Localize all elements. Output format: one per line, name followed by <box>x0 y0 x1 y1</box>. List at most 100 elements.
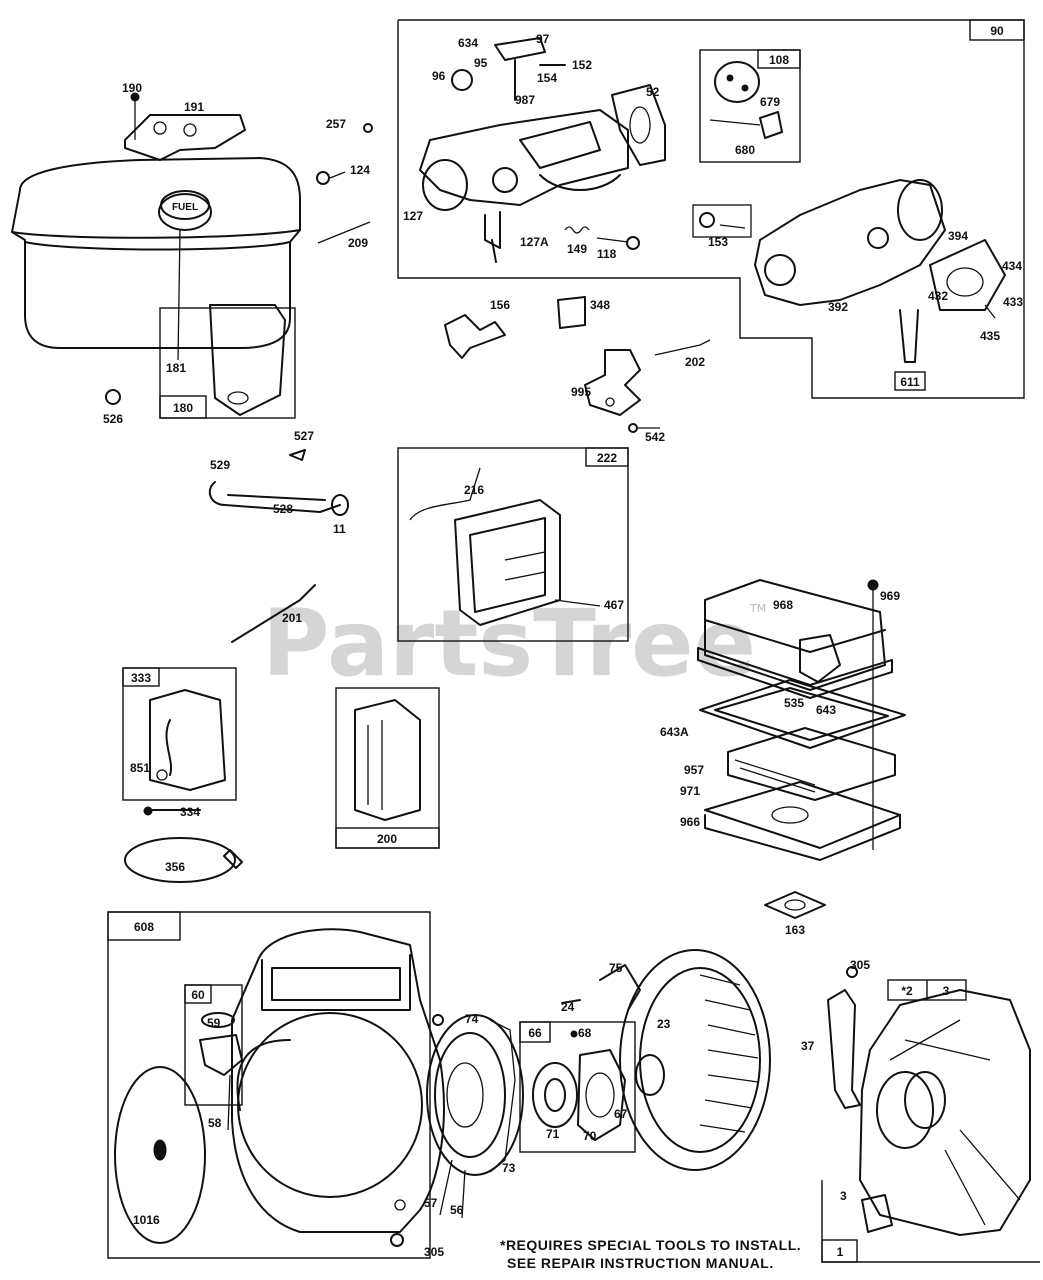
callout-11: 11 <box>333 522 346 536</box>
callout-68: 68 <box>578 1026 592 1040</box>
box-label-333: 333 <box>131 671 151 685</box>
callout-96: 96 <box>432 69 446 83</box>
callout-392: 392 <box>828 300 848 314</box>
watermark-trademark: TM <box>749 602 766 615</box>
callout-851: 851 <box>130 761 150 775</box>
box-label-60: 60 <box>191 988 205 1002</box>
cylinder-shield-group[interactable]: 200 <box>335 687 440 849</box>
callout-154: 154 <box>537 71 557 85</box>
crankcase-group[interactable]: *2 3 1 <box>821 966 1040 1263</box>
callout-467: 467 <box>604 598 624 612</box>
callout-74: 74 <box>465 1012 479 1026</box>
callout-75: 75 <box>609 961 623 975</box>
ignition-armature-group[interactable]: 333 <box>122 667 243 883</box>
callout-1016: 1016 <box>133 1213 160 1227</box>
callout-966: 966 <box>680 815 700 829</box>
callout-191: 191 <box>184 100 204 114</box>
callout-348: 348 <box>590 298 610 312</box>
callout-527: 527 <box>294 429 314 443</box>
footnote-line-2: SEE REPAIR INSTRUCTION MANUAL. <box>507 1255 774 1271</box>
callout-70: 70 <box>583 1129 597 1143</box>
callout-73: 73 <box>502 1161 516 1175</box>
callout-58: 58 <box>208 1116 222 1130</box>
box-label-1: 1 <box>837 1245 844 1259</box>
callout-201: 201 <box>282 611 302 625</box>
link-rod-201[interactable] <box>231 584 316 643</box>
callout-56: 56 <box>450 1203 464 1217</box>
blower-housing-group[interactable]: 608 60 <box>107 911 524 1259</box>
callout-535: 535 <box>784 696 804 710</box>
callout-968: 968 <box>773 598 793 612</box>
box-label-90: 90 <box>990 24 1004 38</box>
box-label-66: 66 <box>528 1026 542 1040</box>
callout-23: 23 <box>657 1017 671 1031</box>
callout-434: 434 <box>1002 259 1022 273</box>
callout-52: 52 <box>646 85 660 99</box>
callout-202: 202 <box>685 355 705 369</box>
callout-971: 971 <box>680 784 700 798</box>
callout-969: 969 <box>880 589 900 603</box>
box-label-3: 3 <box>943 984 950 998</box>
callout-124: 124 <box>350 163 370 177</box>
starter-clutch-group[interactable]: 66 <box>519 1021 636 1153</box>
callout-257: 257 <box>326 117 346 131</box>
callout-67: 67 <box>614 1107 628 1121</box>
callout-643A: 643A <box>660 725 689 739</box>
callout-526: 526 <box>103 412 123 426</box>
callout-305-bottom: 305 <box>424 1245 444 1259</box>
callout-181: 181 <box>166 361 186 375</box>
callout-149: 149 <box>567 242 587 256</box>
carburetor-assembly-group[interactable]: 90 108 <box>397 19 1025 399</box>
callout-59: 59 <box>207 1016 221 1030</box>
callout-209: 209 <box>348 236 368 250</box>
callout-542: 542 <box>645 430 665 444</box>
callout-24: 24 <box>561 1000 575 1014</box>
callout-957: 957 <box>684 763 704 777</box>
air-guide-group[interactable]: 222 <box>397 447 629 642</box>
watermark-text: PartsTree <box>262 590 756 697</box>
callout-435: 435 <box>980 329 1000 343</box>
callout-305-top: 305 <box>850 958 870 972</box>
callout-987: 987 <box>515 93 535 107</box>
callout-995: 995 <box>571 385 591 399</box>
callout-394: 394 <box>948 229 968 243</box>
fuel-tank-group[interactable]: FUEL 180 <box>11 92 373 419</box>
callout-356: 356 <box>165 860 185 874</box>
callout-95: 95 <box>474 56 488 70</box>
callout-529: 529 <box>210 458 230 472</box>
callout-190: 190 <box>122 81 142 95</box>
callout-97: 97 <box>536 32 550 46</box>
footnote-line-1: *REQUIRES SPECIAL TOOLS TO INSTALL. <box>500 1237 801 1253</box>
box-label-108: 108 <box>769 53 789 67</box>
flywheel-group[interactable] <box>561 949 771 1171</box>
fuel-cap-label: FUEL <box>172 202 198 213</box>
box-label-star-2: *2 <box>901 984 913 998</box>
callout-634: 634 <box>458 36 478 50</box>
governor-linkage-group[interactable] <box>444 296 711 433</box>
fuel-line-group[interactable] <box>208 449 349 516</box>
callout-679: 679 <box>760 95 780 109</box>
callout-680: 680 <box>735 143 755 157</box>
box-label-611: 611 <box>900 375 920 389</box>
callout-127: 127 <box>403 209 423 223</box>
callout-528: 528 <box>273 502 293 516</box>
callout-216: 216 <box>464 483 484 497</box>
callout-156: 156 <box>490 298 510 312</box>
callout-37: 37 <box>801 1039 815 1053</box>
callout-3: 3 <box>840 1189 847 1203</box>
callout-152: 152 <box>572 58 592 72</box>
callout-643: 643 <box>816 703 836 717</box>
box-label-222: 222 <box>597 451 617 465</box>
callout-153: 153 <box>708 235 728 249</box>
callout-118: 118 <box>597 247 617 261</box>
callout-334: 334 <box>180 805 200 819</box>
callout-labels: 634 97 95 152 154 96 987 52 679 680 127 … <box>103 32 1023 1259</box>
callout-163: 163 <box>785 923 805 937</box>
box-label-200: 200 <box>377 832 397 846</box>
air-cleaner-group[interactable] <box>697 579 906 919</box>
box-label-608: 608 <box>134 920 154 934</box>
callout-433: 433 <box>1003 295 1023 309</box>
callout-71: 71 <box>546 1127 560 1141</box>
callout-432: 432 <box>928 289 948 303</box>
